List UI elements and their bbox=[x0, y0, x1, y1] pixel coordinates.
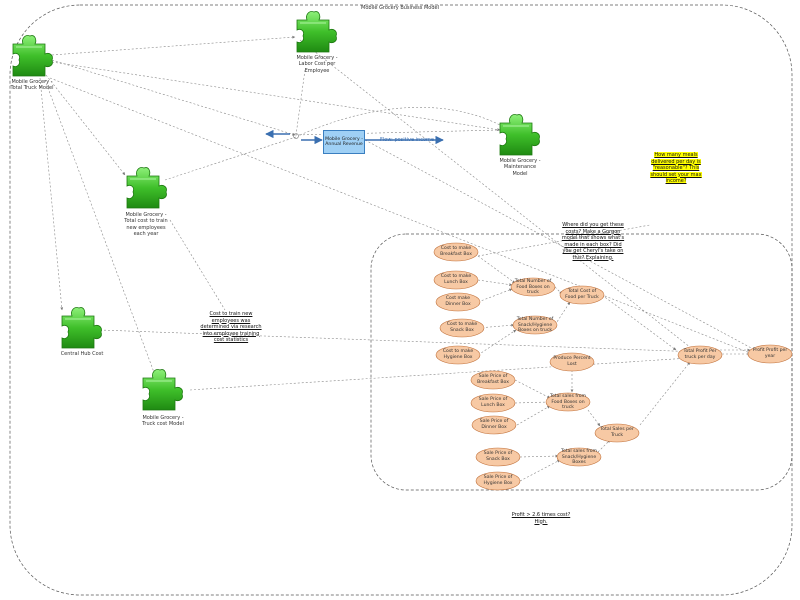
puzzle-icon-training[interactable] bbox=[126, 166, 168, 209]
puzzle-icon-total-truck[interactable] bbox=[12, 34, 54, 77]
oval-sales-snack[interactable]: Total sales from Snack/Hygiene Boxes bbox=[560, 449, 598, 465]
oval-total-cost[interactable]: Total Cost of Food per Truck bbox=[565, 289, 599, 300]
oval-total-sales[interactable]: Total Sales per Truck bbox=[600, 427, 634, 438]
label-hub: Central Hub Cost bbox=[60, 351, 104, 357]
oval-dinner[interactable]: Cost make Dinner Box bbox=[445, 296, 471, 307]
note-profit[interactable]: Profit > 2.6 times cost? High. bbox=[511, 512, 571, 525]
connector-lines bbox=[39, 35, 756, 482]
oval-hygiene[interactable]: Cost to make Hygiene Box bbox=[442, 349, 474, 360]
oval-profit-year[interactable]: Profit Profit per year bbox=[752, 348, 788, 359]
revenue-flow-arrows bbox=[265, 129, 444, 145]
oval-sp-snack[interactable]: Sale Price of Snack Box bbox=[483, 451, 513, 462]
oval-snack[interactable]: Cost to make Snack Box bbox=[446, 322, 478, 333]
puzzle-icon-maintenance[interactable] bbox=[499, 113, 541, 156]
note-training[interactable]: Cost to train new employees was determin… bbox=[200, 311, 262, 343]
model-boundary bbox=[9, 4, 793, 596]
valve-icon bbox=[293, 133, 299, 139]
oval-sp-lunch[interactable]: Sale Price of Lunch Box bbox=[478, 397, 508, 408]
oval-sales-food[interactable]: Total sales from Food Boxes on truck bbox=[549, 394, 587, 410]
label-truck-cost: Mobile Grocery - Truck cost Model bbox=[142, 415, 184, 428]
oval-sp-hygiene[interactable]: Sale Price of Hygiene Box bbox=[483, 475, 513, 486]
oval-food-boxes[interactable]: Total Number of Food Boxes on truck bbox=[514, 279, 552, 295]
label-total-truck: Mobile Grocery - Total Truck Model bbox=[10, 79, 54, 92]
puzzle-icon-labor[interactable] bbox=[296, 10, 338, 53]
label-maintenance: Mobile Grocery - Maintenance Model bbox=[499, 158, 541, 177]
label-labor: Mobile Grocery - Labor Cost per Employee bbox=[296, 55, 338, 74]
oval-lunch[interactable]: Cost to make Lunch Box bbox=[440, 274, 472, 285]
puzzle-icon-truck-cost[interactable] bbox=[142, 368, 184, 411]
diagram-title: Mobile Grocery Business Model bbox=[361, 5, 439, 11]
oval-sp-breakfast[interactable]: Sale Price of Breakfast Box bbox=[477, 374, 509, 385]
note-cost-question[interactable]: Where did you get these costs? Make a Go… bbox=[561, 222, 625, 261]
oval-breakfast[interactable]: Cost to make Breakfast Box bbox=[440, 246, 472, 257]
annual-revenue-node[interactable]: Mobile Grocery - Annual Revenue bbox=[323, 130, 365, 154]
label-training: Mobile Grocery - Total cost to train new… bbox=[124, 212, 168, 237]
oval-snack-hygiene[interactable]: Total Number of Snack/Hygiene Boxes on t… bbox=[516, 317, 554, 333]
oval-profit-day[interactable]: Total Profit Per truck per day bbox=[683, 349, 717, 360]
oval-produce[interactable]: Produce Percent Lost bbox=[553, 356, 591, 367]
note-model-question[interactable]: How many meals delivered per day is "rea… bbox=[650, 152, 702, 184]
oval-shapes bbox=[433, 242, 793, 491]
flow-label: Flow: positive income bbox=[380, 137, 434, 143]
puzzle-icon-hub[interactable] bbox=[61, 306, 103, 349]
oval-sp-dinner[interactable]: Sale Price of Dinner Box bbox=[479, 419, 509, 430]
submodel-boundary bbox=[370, 233, 793, 491]
